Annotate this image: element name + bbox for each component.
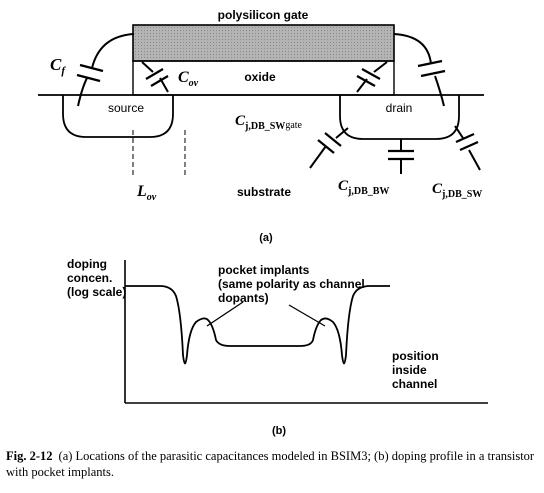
source-region	[62, 95, 174, 138]
cj-sw-label: Cj,DB_SW	[432, 181, 482, 200]
panel-b-plot	[124, 260, 488, 404]
panel-a-labels: polysilicon gate oxide source drain subs…	[50, 8, 482, 244]
drain-region	[339, 95, 460, 140]
annotation-line-1: pocket implants	[218, 263, 310, 277]
panel-b-labels: doping concen. (log scale) pocket implan…	[67, 257, 439, 437]
panel-a-label: (a)	[259, 232, 273, 244]
x-label-line-2: inside	[392, 363, 427, 377]
panel-b-label: (b)	[272, 425, 286, 437]
cj-gate-wire-2	[309, 145, 327, 169]
doping-profile-curve	[125, 285, 390, 365]
polysilicon-gate	[132, 24, 395, 62]
figure-number: Fig. 2-12	[6, 449, 53, 463]
cj-gate-plate-2	[317, 139, 335, 154]
drain-cf-plate-1	[417, 59, 443, 68]
x-label-line-1: position	[392, 349, 439, 363]
cov-capacitor-plate-2	[150, 75, 169, 87]
cj-sw-wire-2	[468, 149, 481, 171]
y-label-line-3: (log scale)	[67, 285, 126, 299]
cf-label: Cf	[50, 55, 66, 77]
x-label-line-3: channel	[392, 377, 437, 391]
drain-cov-wire	[373, 61, 388, 73]
drain-label: drain	[386, 101, 413, 115]
oxide-label: oxide	[244, 70, 276, 84]
substrate-label: substrate	[237, 185, 291, 199]
drain-cf-wire-2	[434, 75, 445, 107]
cj-gate-wire	[335, 127, 349, 139]
drain-cov-plate-1	[361, 68, 381, 80]
cj-gate-label: Cj,DB_SWgate	[235, 113, 303, 132]
source-label: source	[108, 101, 144, 115]
gate-label: polysilicon gate	[218, 8, 309, 22]
cf-wire	[91, 33, 135, 69]
cf-capacitor-plate-1	[79, 63, 104, 73]
cov-wire	[141, 61, 154, 73]
lov-label: Lov	[136, 183, 157, 203]
cf-wire-2	[77, 77, 88, 107]
cj-sw-wire	[454, 125, 464, 139]
figure-caption: Fig. 2-12(a) Locations of the parasitic …	[6, 448, 540, 480]
panel-a-diagram	[38, 24, 484, 178]
caption-text: (a) Locations of the parasitic capacitan…	[6, 449, 535, 479]
annotation-line-2: (same polarity as channel	[218, 277, 365, 291]
annotation-line-3: dopants)	[218, 291, 269, 305]
y-label-line-1: doping	[67, 257, 107, 271]
y-label-line-2: concen.	[67, 271, 112, 285]
cj-gate-plate-1	[324, 132, 342, 147]
cj-sw-plate-1	[455, 132, 475, 144]
cov-capacitor-plate-1	[145, 68, 164, 80]
cj-bw-label: Cj,DB_BW	[338, 178, 389, 197]
drain-cf-plate-2	[420, 69, 446, 78]
cj-sw-plate-2	[459, 140, 479, 152]
drain-cf-wire	[393, 33, 432, 65]
pocket-pointer-left	[206, 301, 244, 327]
cf-capacitor-plate-2	[76, 73, 101, 83]
drain-cov-plate-2	[356, 75, 376, 87]
cov-label: Cov	[178, 69, 199, 89]
pocket-pointer-right	[288, 304, 326, 327]
